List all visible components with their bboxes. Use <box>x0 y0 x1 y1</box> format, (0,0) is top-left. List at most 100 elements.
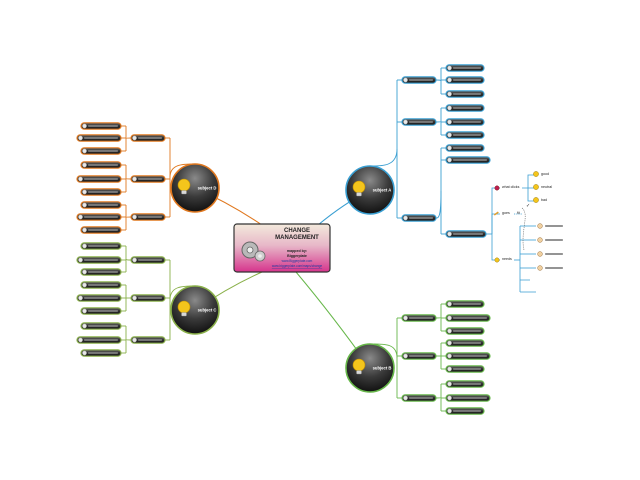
branch-pill[interactable] <box>445 300 485 308</box>
branch-pill[interactable] <box>401 76 437 84</box>
branch-pill[interactable] <box>80 307 122 315</box>
topic-icon <box>403 215 408 221</box>
branch-pill[interactable] <box>80 281 122 289</box>
branch-pill[interactable] <box>130 336 166 344</box>
branch-pill[interactable] <box>445 76 485 84</box>
branch-pill[interactable] <box>76 134 122 142</box>
topic-icon <box>447 328 452 334</box>
topic-icon <box>82 162 87 168</box>
topic-icon <box>403 395 408 401</box>
branch-pill[interactable] <box>80 349 122 357</box>
branch-pill[interactable] <box>401 118 437 126</box>
topic-icon <box>447 91 452 97</box>
good-label: good <box>541 172 549 176</box>
goes-label: goes <box>502 211 510 215</box>
person-icon <box>537 251 543 257</box>
branch-pill[interactable] <box>445 230 487 238</box>
topic-icon <box>78 135 83 141</box>
branch-pill[interactable] <box>445 380 485 388</box>
central-sub-line4: www.biggerplate.com/maps/change <box>272 264 323 268</box>
branch-pill[interactable] <box>401 214 437 222</box>
branch-pill[interactable] <box>401 314 437 322</box>
smiley-icon <box>494 257 500 263</box>
branch-pill[interactable] <box>445 156 491 164</box>
branch-pill[interactable] <box>130 294 166 302</box>
branch-pill[interactable] <box>445 104 485 112</box>
topic-icon <box>82 202 87 208</box>
branch-pill[interactable] <box>445 339 485 347</box>
branch-pill[interactable] <box>76 213 122 221</box>
branch-pill[interactable] <box>76 294 122 302</box>
central-topic[interactable]: CHANGE MANAGEMENT mapped by: Biggerplate… <box>233 223 331 273</box>
topic-icon <box>78 295 83 301</box>
topic-icon <box>82 227 87 233</box>
branch-pill[interactable] <box>130 256 166 264</box>
branch-pill[interactable] <box>130 134 166 142</box>
person-icon <box>537 223 543 229</box>
topic-icon <box>132 214 137 220</box>
what-clicks-label: what clicks <box>502 185 520 189</box>
topic-icon <box>447 132 452 138</box>
branch-pill[interactable] <box>401 352 437 360</box>
topic-icon <box>447 381 452 387</box>
subject-c-node[interactable]: subject C <box>170 285 220 335</box>
topic-icon <box>82 350 87 356</box>
branch-pill[interactable] <box>80 122 122 130</box>
topic-icon <box>447 315 452 321</box>
topic-icon <box>447 340 452 346</box>
branch-pill[interactable] <box>445 352 491 360</box>
branch-pill[interactable] <box>445 118 485 126</box>
gears-icon <box>241 241 266 262</box>
branch-pill[interactable] <box>445 131 485 139</box>
branch-pill[interactable] <box>80 242 122 250</box>
pencil-icon <box>493 211 499 216</box>
topic-icon <box>403 315 408 321</box>
branch-pill[interactable] <box>445 365 485 373</box>
topic-icon <box>447 145 452 151</box>
branch-pill[interactable] <box>130 175 166 183</box>
branch-pill[interactable] <box>76 175 122 183</box>
subject-b-node[interactable]: subject B <box>345 343 395 393</box>
topic-icon <box>78 176 83 182</box>
topic-icon <box>447 65 452 71</box>
topic-icon <box>403 353 408 359</box>
subject-a-node[interactable]: subject A <box>345 165 395 215</box>
subject-discs: subject A subject B subject C subject D <box>170 163 395 393</box>
branch-pill[interactable] <box>445 394 491 402</box>
lightbulb-icon <box>177 178 191 195</box>
subject-d-node[interactable]: subject D <box>170 163 220 213</box>
lightbulb-icon <box>352 358 366 375</box>
branch-pill[interactable] <box>445 314 491 322</box>
branch-pill[interactable] <box>80 322 122 330</box>
branch-pill[interactable] <box>80 188 122 196</box>
topic-icon <box>82 123 87 129</box>
topic-icon <box>82 243 87 249</box>
branch-pill[interactable] <box>80 161 122 169</box>
topic-icon <box>403 119 408 125</box>
branch-pill[interactable] <box>445 144 485 152</box>
branch-pill[interactable] <box>76 336 122 344</box>
branch-pill[interactable] <box>445 327 485 335</box>
smiley-icon <box>533 171 539 177</box>
branch-pill[interactable] <box>445 407 485 415</box>
tick-mark: ✓ <box>526 203 530 209</box>
branch-pill[interactable] <box>130 213 166 221</box>
branch-pill[interactable] <box>80 226 122 234</box>
detail-cluster: what clicks good neutral bad goes fit ne… <box>502 172 552 261</box>
topic-icon <box>447 77 452 83</box>
lightbulb-icon <box>352 180 366 197</box>
smiley-icon <box>533 197 539 203</box>
branch-pill[interactable] <box>76 256 122 264</box>
branch-pill[interactable] <box>80 147 122 155</box>
fit-label: fit <box>517 211 520 215</box>
topic-icon <box>447 231 452 237</box>
branch-pill[interactable] <box>80 268 122 276</box>
branch-pill[interactable] <box>445 64 485 72</box>
central-sub-line1: mapped by: <box>287 249 307 253</box>
branch-pill[interactable] <box>445 90 485 98</box>
branch-pill[interactable] <box>401 394 437 402</box>
branch-pill[interactable] <box>80 201 122 209</box>
topic-icon <box>82 308 87 314</box>
topic-icon <box>82 323 87 329</box>
